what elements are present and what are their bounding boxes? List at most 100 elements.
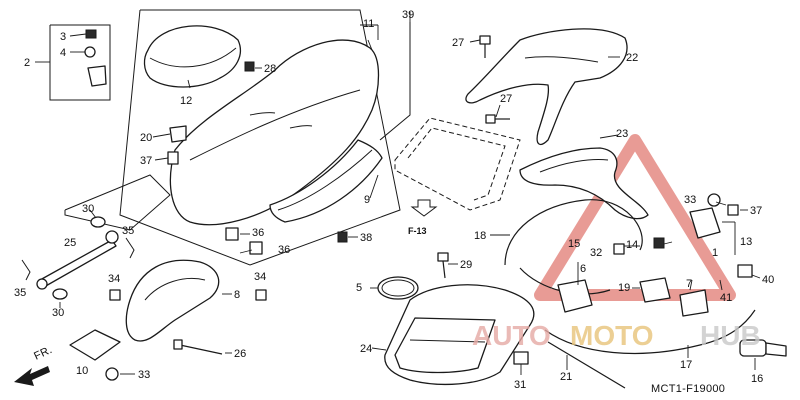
callout-36-bottom: 36 (278, 244, 290, 256)
hardware-bolt-37a (167, 151, 179, 165)
hardware-bolt-27b (485, 114, 510, 124)
hardware-nut-31 (513, 351, 529, 365)
group-frame-seat (119, 9, 401, 266)
callout-13: 13 (740, 236, 752, 248)
part-luggage-box (384, 284, 535, 386)
part-release-cable (544, 309, 756, 355)
hardware-bolt-32 (613, 243, 625, 255)
callout-37-right: 37 (750, 205, 762, 217)
hardware-clip-35a (21, 259, 31, 281)
callout-29: 29 (460, 259, 472, 271)
callout-7: 7 (686, 278, 692, 290)
callout-30-top: 30 (82, 203, 94, 215)
rack-reference-outline (394, 117, 521, 211)
callout-30-bottom: 30 (52, 307, 64, 319)
part-seat-seal (269, 139, 383, 223)
callout-36-top: 36 (252, 227, 264, 239)
part-long-bolt (173, 339, 223, 355)
catalog-code: MCT1-F19000 (651, 383, 725, 395)
callout-20: 20 (140, 132, 152, 144)
hardware-clip-36b (249, 241, 263, 255)
watermark-hub: HUB (700, 320, 761, 351)
hardware-nut-34b (255, 289, 267, 301)
callout-2: 2 (24, 57, 30, 69)
callout-5: 5 (356, 282, 362, 294)
callout-28: 28 (264, 63, 276, 75)
callout-12: 12 (180, 95, 192, 107)
callout-16: 16 (751, 373, 763, 385)
callout-24: 24 (360, 343, 372, 355)
callout-22: 22 (626, 52, 638, 64)
callout-33-left: 33 (138, 369, 150, 381)
callout-27-top: 27 (452, 37, 464, 49)
callout-31: 31 (514, 379, 526, 391)
callout-9: 9 (364, 194, 370, 206)
callout-numbers: 2 3 4 12 11 39 28 20 37 9 30 25 35 35 30… (14, 9, 774, 391)
callout-34-right: 34 (254, 271, 266, 283)
part-seat-hinge (125, 259, 220, 342)
hardware-nut-28 (244, 61, 255, 72)
part-lower-bracket (69, 329, 121, 361)
hardware-bolt-27a (479, 35, 491, 58)
part-grab-rail (465, 28, 628, 146)
arrow-reference-f13 (410, 199, 438, 217)
part-seat-frame-bracket (519, 147, 649, 220)
callout-6: 6 (580, 263, 586, 275)
reference-code-label: F-13 (408, 226, 427, 236)
hardware-lock-body (87, 65, 107, 87)
part-key-cylinder (739, 339, 787, 357)
callout-34-left: 34 (108, 273, 120, 285)
hardware-bolt-38 (337, 231, 348, 243)
part-release-rod (547, 341, 626, 389)
group-frame-lock-set (35, 24, 111, 101)
group-frame-rack (379, 12, 411, 141)
hardware-nut-33a (105, 367, 119, 381)
watermark-triangle (534, 134, 736, 301)
front-direction-label: FR. (32, 344, 54, 363)
callout-35-left: 35 (14, 287, 26, 299)
callout-32: 32 (590, 247, 602, 259)
callout-14: 14 (626, 239, 638, 251)
part-latch-stay (679, 289, 709, 317)
callout-10: 10 (76, 365, 88, 377)
group-frame-damper (64, 174, 171, 231)
callout-3: 3 (60, 31, 66, 43)
callout-40: 40 (762, 274, 774, 286)
callout-11: 11 (363, 18, 374, 30)
callout-19: 19 (618, 282, 630, 294)
hardware-clip-36a (225, 227, 239, 241)
callout-8: 8 (234, 289, 240, 301)
hardware-clip-35b (125, 237, 135, 259)
callout-23: 23 (616, 128, 628, 140)
part-rear-latch (689, 207, 736, 255)
hardware-bolt-4 (84, 46, 96, 58)
callout-21: 21 (560, 371, 572, 383)
part-pillion-seat (143, 25, 242, 88)
hardware-bracket-20 (169, 125, 187, 143)
watermark-brand: AUTO MOTO HUB (472, 320, 761, 351)
hardware-bolt-37b (727, 204, 739, 216)
callout-39: 39 (402, 9, 414, 21)
watermark-moto: MOTO (570, 320, 653, 351)
callout-4: 4 (60, 47, 66, 59)
watermark-auto: AUTO (472, 320, 551, 351)
callout-26: 26 (234, 348, 246, 360)
hardware-nut-34a (109, 289, 121, 301)
hardware-washer-30a (90, 216, 106, 228)
hardware-nut-33b (707, 193, 721, 207)
hardware-bolt-29 (437, 252, 449, 279)
callout-38: 38 (360, 232, 372, 244)
callout-15: 15 (568, 238, 580, 250)
hardware-nut-14 (653, 237, 665, 249)
callout-17: 17 (680, 359, 692, 371)
part-o-ring (377, 276, 419, 300)
callout-33-right: 33 (684, 194, 696, 206)
callout-35-right: 35 (122, 225, 134, 237)
hardware-clip-3 (85, 29, 97, 39)
leader-lines (59, 33, 761, 375)
part-main-seat (169, 39, 380, 226)
hardware-washer-30b (52, 288, 68, 300)
hardware-clip-40 (737, 264, 753, 278)
callout-25: 25 (64, 237, 76, 249)
